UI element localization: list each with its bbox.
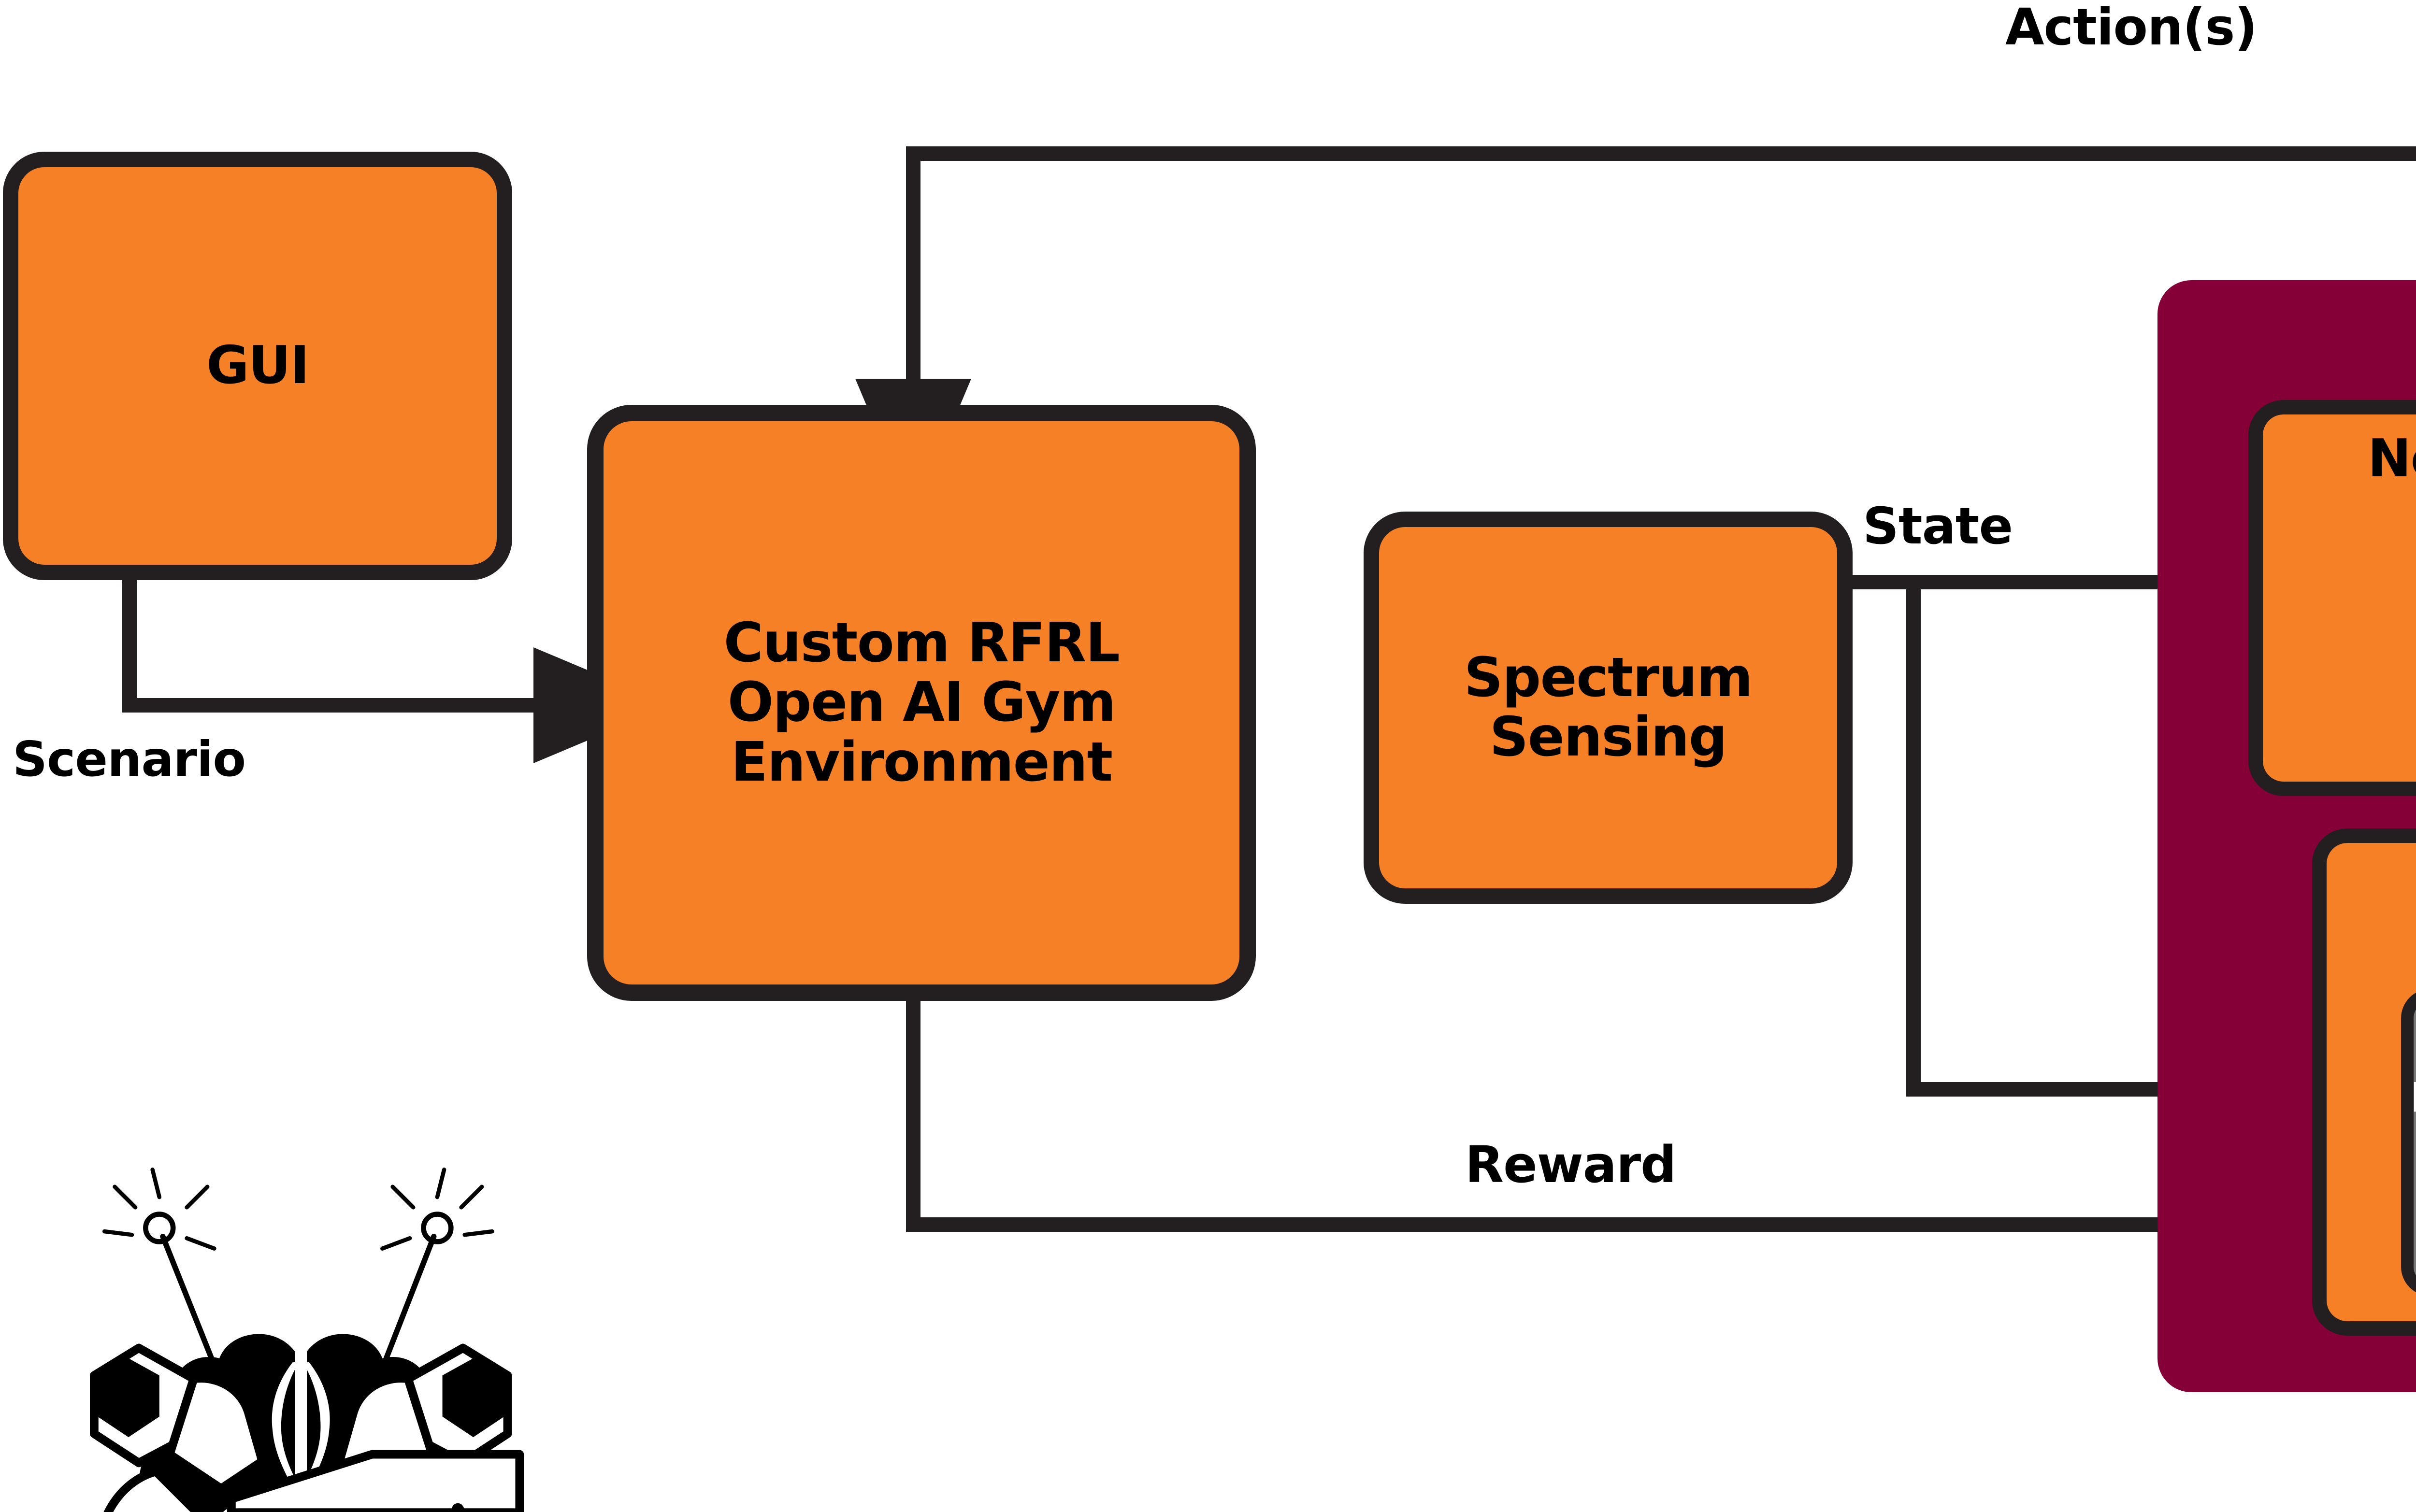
connector-actions-nonrl (855, 146, 2416, 516)
connector-scenario (122, 572, 671, 763)
connector-group (122, 146, 2416, 1283)
gui-box[interactable] (3, 152, 512, 580)
rl-algorithm-card[interactable] (2401, 993, 2416, 1292)
connector-reward (906, 985, 2416, 1283)
connector-state-to-rl (1839, 575, 2358, 1147)
radio-chassis (227, 1450, 524, 1512)
edge-label-state: State (1863, 497, 2013, 556)
environment-box[interactable] (587, 405, 1256, 1001)
edge-label-actions: Action(s) (2005, 0, 2258, 57)
rl-entity-card[interactable] (2312, 828, 2416, 1336)
rfrl-gym-mascot-logo (90, 1168, 524, 1512)
edge-label-reward: Reward (1465, 1135, 1677, 1194)
non-rl-entity-card[interactable] (2248, 400, 2416, 796)
spectrum-sensing-box[interactable] (1364, 512, 1853, 904)
edge-label-scenario: Scenario (13, 731, 246, 787)
